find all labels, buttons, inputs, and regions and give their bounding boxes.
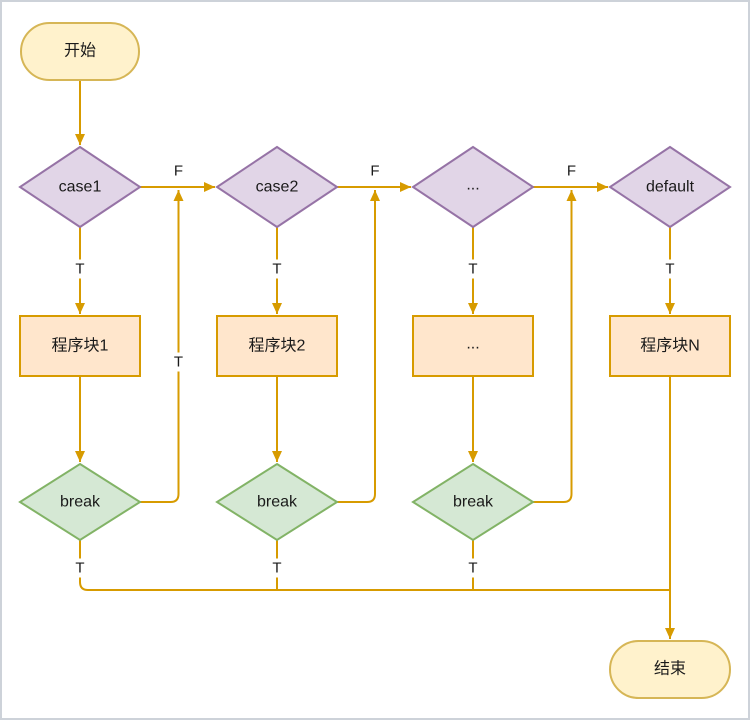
break1-fallthrough-label: T (170, 352, 187, 372)
case1-diamond[interactable] (18, 145, 142, 229)
break3-diamond[interactable] (411, 462, 535, 542)
case1-true-label: T (72, 259, 88, 279)
case3-diamond[interactable] (411, 145, 535, 229)
edge-break1-true-collector (79, 540, 670, 591)
case2-label: case2 (255, 178, 299, 196)
case1-false-label: F (170, 161, 187, 181)
block2-label: 程序块2 (248, 337, 306, 355)
break1-label: break (59, 493, 101, 511)
break2-label: break (256, 493, 298, 511)
break3-label: break (452, 493, 494, 511)
case3-label: ... (466, 176, 480, 194)
edge-break1-fallthrough (140, 190, 184, 503)
case2-false-label: F (367, 161, 383, 181)
case2-true-label: T (269, 259, 285, 279)
case2-diamond[interactable] (215, 145, 339, 229)
case3-false-label: F (563, 161, 580, 181)
default-label: default (645, 178, 695, 196)
edge-break2-fallthrough (337, 190, 380, 503)
break2-true-label: T (269, 558, 285, 578)
break1-true-label: T (72, 558, 88, 578)
block1-label: 程序块1 (51, 337, 109, 355)
start-label: 开始 (63, 42, 97, 60)
break2-diamond[interactable] (215, 462, 339, 542)
end-node[interactable] (609, 640, 731, 699)
break3-true-label: T (465, 558, 481, 578)
start-node[interactable] (20, 22, 140, 81)
end-label: 结束 (653, 660, 687, 678)
block3-label: ... (466, 335, 480, 353)
edge-break3-fallthrough (533, 190, 577, 503)
block3-rect[interactable] (412, 315, 534, 377)
default-true-label: T (662, 259, 678, 279)
block2-rect[interactable] (216, 315, 338, 377)
blockN-rect[interactable] (609, 315, 731, 377)
case3-true-label: T (465, 259, 481, 279)
break1-diamond[interactable] (18, 462, 142, 542)
blockN-label: 程序块N (640, 337, 700, 355)
block1-rect[interactable] (19, 315, 141, 377)
default-diamond[interactable] (608, 145, 732, 229)
case1-label: case1 (58, 178, 102, 196)
